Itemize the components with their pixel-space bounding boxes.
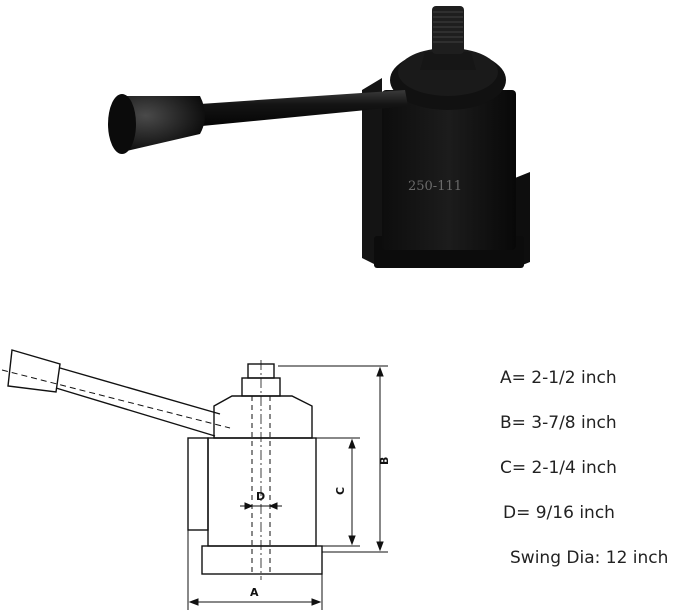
stud-threads xyxy=(433,11,463,43)
drawing-handle-knob xyxy=(7,349,61,393)
nut xyxy=(420,52,476,70)
handle-centerline xyxy=(1,369,231,429)
spec-a: A= 2-1/2 inch xyxy=(500,368,617,388)
knob-end xyxy=(108,94,136,154)
drawing-side-wing xyxy=(187,437,209,531)
drawing-base xyxy=(201,545,323,575)
dim-label-b: B xyxy=(378,457,391,465)
toolpost-body xyxy=(382,90,516,250)
dim-label-c: C xyxy=(334,487,347,495)
toolpost-side-wing xyxy=(362,78,382,268)
dim-label-d: D xyxy=(256,490,265,503)
product-photo: 250-111 xyxy=(108,6,530,268)
lever-knob xyxy=(113,96,205,152)
threaded-stud xyxy=(432,6,464,54)
dim-label-a: A xyxy=(250,586,259,599)
spec-d: D= 9/16 inch xyxy=(503,503,615,523)
drawing-collar xyxy=(213,395,313,439)
dimension-drawing: A B C D xyxy=(1,349,391,610)
drawing-handle-arm xyxy=(55,367,221,437)
engraving-text: 250-111 xyxy=(408,179,462,194)
spec-c: C= 2-1/4 inch xyxy=(500,458,617,478)
spec-b: B= 3-7/8 inch xyxy=(500,413,617,433)
spec-swing-dia: Swing Dia: 12 inch xyxy=(510,548,669,568)
lever-arm xyxy=(200,90,408,126)
